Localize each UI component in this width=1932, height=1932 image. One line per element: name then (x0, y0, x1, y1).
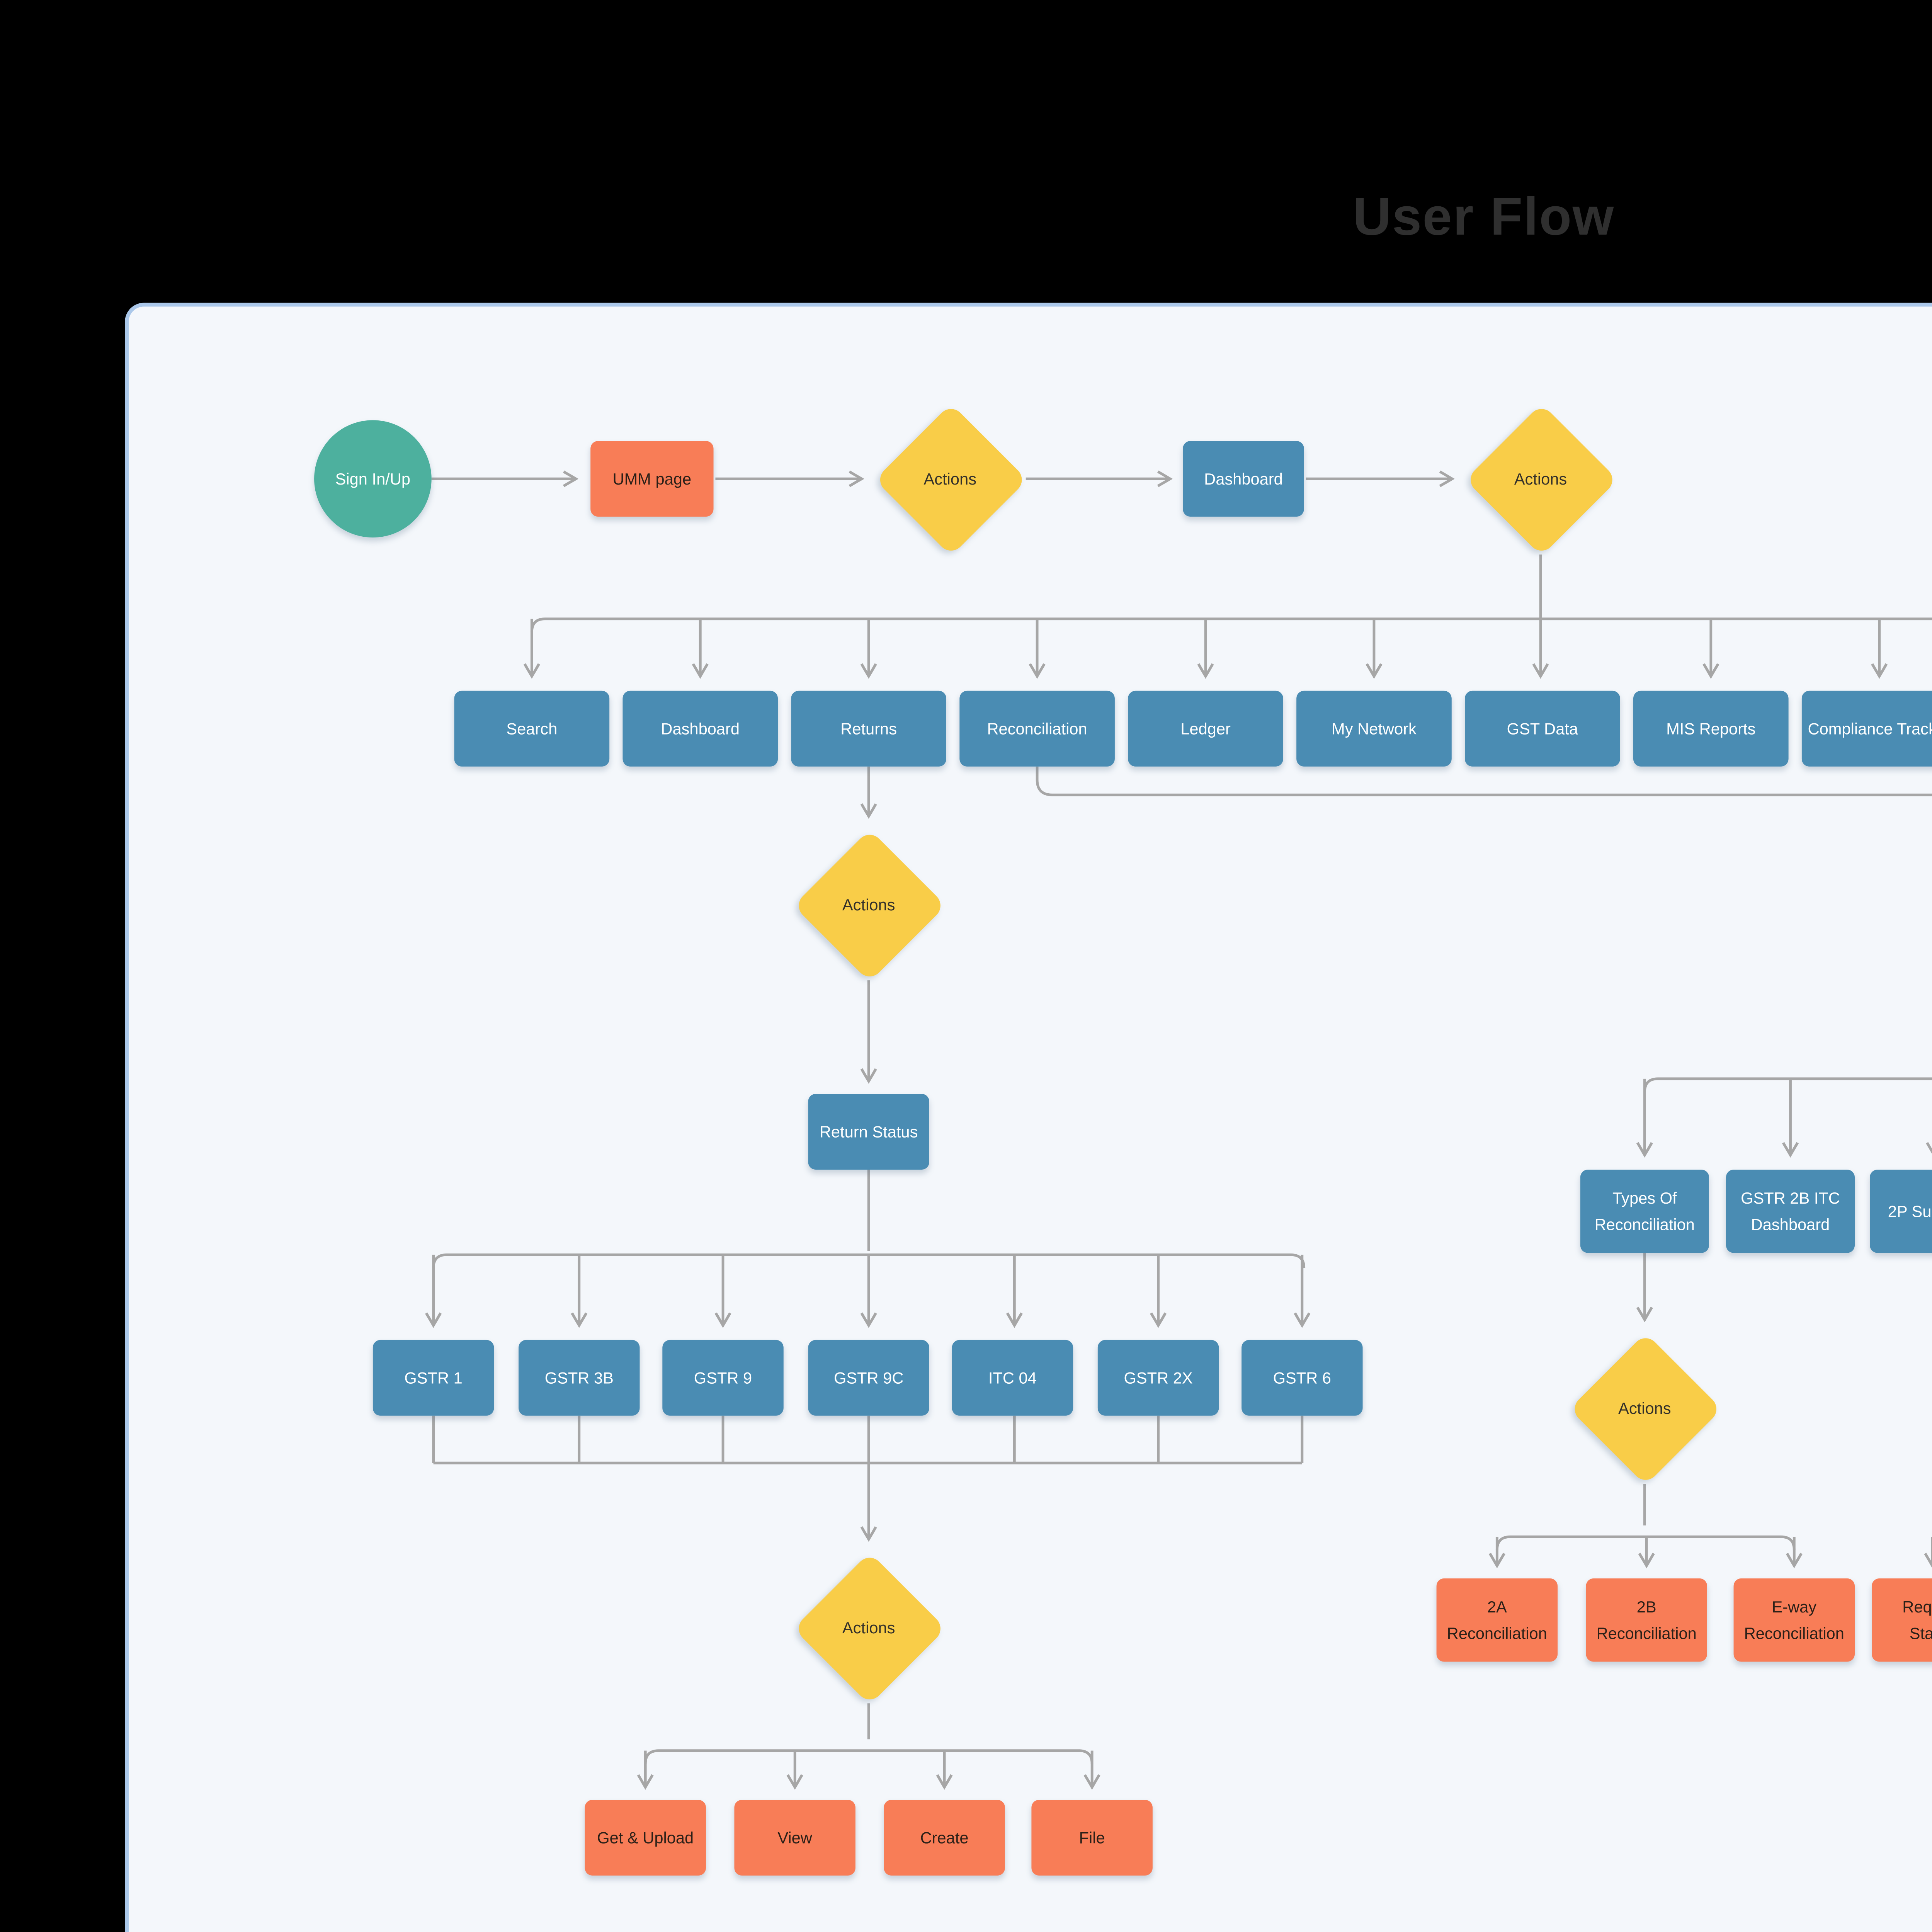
decision-actions-gstr[interactable]: Actions (792, 1551, 945, 1704)
node-create[interactable]: Create (884, 1799, 1005, 1876)
node-view[interactable]: View (734, 1799, 855, 1876)
node-return-status[interactable]: Return Status (808, 1094, 929, 1170)
node-gstr-9[interactable]: GSTR 9 (662, 1340, 784, 1416)
decision-actions-signin[interactable]: Actions (874, 402, 1027, 555)
node-menu-gst-data[interactable]: GST Data (1465, 690, 1620, 767)
node-dashboard-main[interactable]: Dashboard (1183, 441, 1304, 517)
node-eway-reconciliation[interactable]: E-way Reconciliation (1733, 1578, 1855, 1662)
node-menu-ledger[interactable]: Ledger (1128, 690, 1283, 767)
page-title: User Flow (1353, 187, 1615, 246)
node-menu-search[interactable]: Search (454, 690, 610, 767)
node-gstr-2b-itc-dashboard[interactable]: GSTR 2B ITC Dashboard (1726, 1169, 1855, 1253)
flowchart-canvas (125, 303, 1932, 1932)
node-menu-dashboard[interactable]: Dashboard (622, 690, 778, 767)
node-2b-reconciliation[interactable]: 2B Reconciliation (1586, 1578, 1707, 1662)
node-sign-in-up[interactable]: Sign In/Up (314, 420, 432, 538)
node-2p-summary[interactable]: 2P Summary (1870, 1169, 1932, 1253)
decision-actions-dashboard[interactable]: Actions (1464, 402, 1617, 555)
node-get-upload[interactable]: Get & Upload (585, 1799, 706, 1876)
decision-actions-returns[interactable]: Actions (792, 828, 945, 981)
node-menu-mis-reports[interactable]: MIS Reports (1633, 690, 1789, 767)
node-gstr-2x[interactable]: GSTR 2X (1097, 1340, 1219, 1416)
node-gstr-3b[interactable]: GSTR 3B (519, 1340, 640, 1416)
node-types-of-reconciliation[interactable]: Types Of Reconciliation (1580, 1169, 1709, 1253)
node-menu-reconciliation[interactable]: Reconciliation (959, 690, 1115, 767)
node-menu-my-network[interactable]: My Network (1296, 690, 1452, 767)
node-gstr-1[interactable]: GSTR 1 (372, 1340, 494, 1416)
node-file[interactable]: File (1031, 1799, 1153, 1876)
node-umm-page[interactable]: UMM page (590, 441, 714, 517)
decision-actions-types[interactable]: Actions (1568, 1332, 1721, 1485)
node-menu-compliance-tracker[interactable]: Compliance Tracker (1801, 690, 1932, 767)
node-gstr-9c[interactable]: GSTR 9C (808, 1340, 929, 1416)
node-itc-04[interactable]: ITC 04 (952, 1340, 1073, 1416)
node-request-status[interactable]: Request Status (1872, 1578, 1932, 1662)
node-2a-reconciliation[interactable]: 2A Reconciliation (1436, 1578, 1558, 1662)
node-gstr-6[interactable]: GSTR 6 (1242, 1340, 1363, 1416)
node-menu-returns[interactable]: Returns (791, 690, 946, 767)
